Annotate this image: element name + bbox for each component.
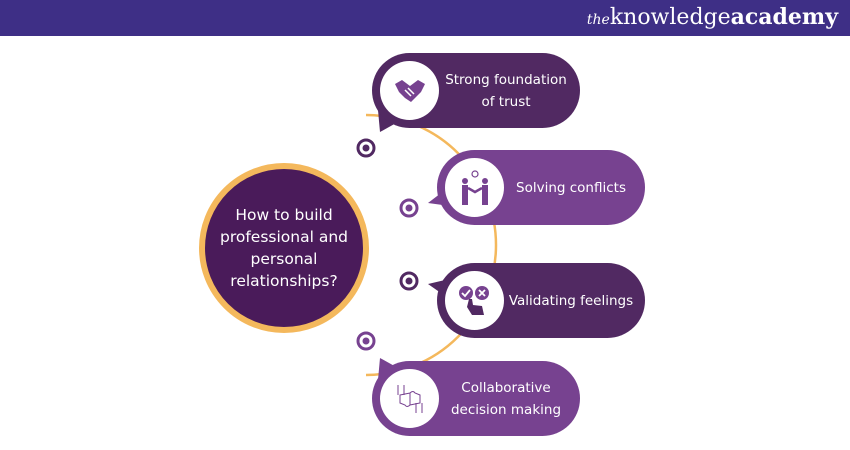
connector-arc [365,113,498,377]
item-label: Strong foundation of trust [445,71,567,110]
logo-prefix: the [586,12,610,28]
item-collaborative: Collaborative decision making [372,361,580,436]
center-circle [199,163,369,333]
logo-name: knowledge [609,5,731,30]
brand-logo: theknowledgeacademy [587,4,838,30]
item-conflicts: Solving conflicts [437,150,645,225]
item-label: Validating feelings [508,292,634,309]
people-agreement-icon [445,158,504,217]
center-question-text: How to build professional and personal r… [219,206,348,290]
item-label: Collaborative decision making [450,379,562,418]
item-validating: Validating feelings [437,263,645,338]
item-trust: Strong foundation of trust [372,53,580,128]
header-bar: theknowledgeacademy [0,0,850,36]
connector-dots [356,138,419,351]
check-cross-hand-icon [445,271,504,330]
center-question: How to build professional and personal r… [208,172,360,324]
item-label: Solving conflicts [516,179,626,196]
logo-name-bold: academy [730,4,838,30]
handshake-icon [380,61,439,120]
puzzle-hands-icon [380,369,439,428]
